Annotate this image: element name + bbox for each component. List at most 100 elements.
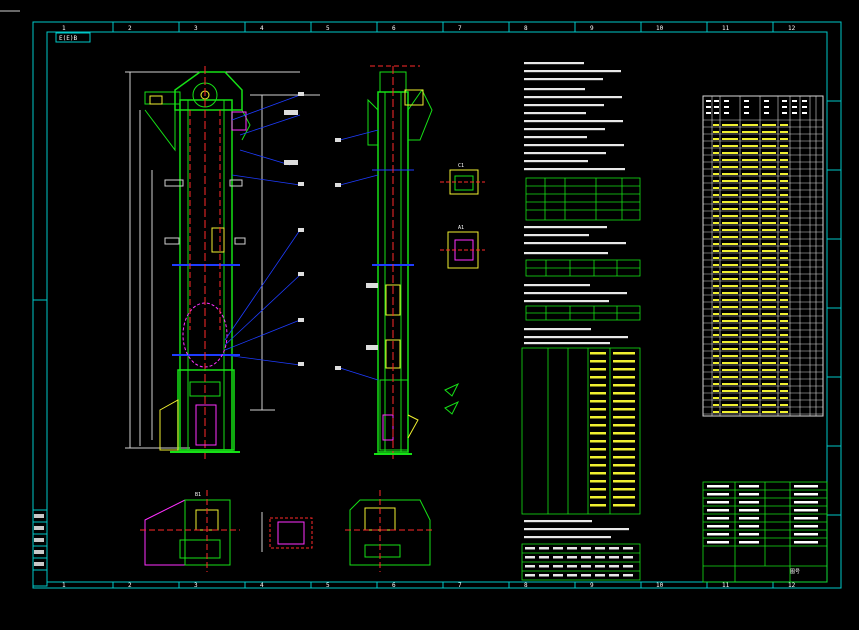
parts-cell-text xyxy=(722,187,738,189)
grid-numbers-right xyxy=(827,100,841,516)
parts-cell-text xyxy=(722,362,738,364)
parts-cell-text xyxy=(780,397,788,399)
parts-cell-text xyxy=(713,236,719,238)
parts-cell-text xyxy=(713,159,719,161)
table-cell-text xyxy=(590,448,606,451)
title-cell-text xyxy=(739,517,759,520)
parts-cell-text xyxy=(713,306,719,308)
parts-cell-text xyxy=(780,306,788,308)
title-cell-text xyxy=(739,533,759,536)
table-cell-text xyxy=(553,574,563,577)
parts-header-text xyxy=(782,106,787,108)
table-cell-text xyxy=(613,392,635,395)
table-cell-text xyxy=(590,424,606,427)
parts-cell-text xyxy=(713,229,719,231)
parts-cell-text xyxy=(742,138,758,140)
parts-cell-text xyxy=(762,166,776,168)
parts-cell-text xyxy=(722,257,738,259)
parts-cell-text xyxy=(780,159,788,161)
parts-cell-text xyxy=(713,271,719,273)
parts-cell-text xyxy=(762,334,776,336)
parts-cell-text xyxy=(742,376,758,378)
parts-cell-text xyxy=(722,145,738,147)
title-cell-text xyxy=(794,541,818,544)
parts-cell-text xyxy=(742,278,758,280)
section-a1-label: A1 xyxy=(458,225,464,231)
table-cell-text xyxy=(590,472,606,475)
parts-cell-text xyxy=(762,299,776,301)
grid-number: 3 xyxy=(194,25,198,32)
parts-cell-text xyxy=(742,383,758,385)
leader-lines-side xyxy=(339,129,379,381)
table-cell-text xyxy=(525,547,535,550)
parts-cell-text xyxy=(713,320,719,322)
title-cell-text xyxy=(739,493,759,496)
parts-cell-text xyxy=(762,187,776,189)
parts-cell-text xyxy=(762,236,776,238)
parts-cell-text xyxy=(780,145,788,147)
table-cell-text xyxy=(581,547,591,550)
grid-number: 4 xyxy=(260,25,264,32)
parts-cell-text xyxy=(722,159,738,161)
parts-cell-text xyxy=(742,166,758,168)
parts-cell-text xyxy=(713,299,719,301)
parts-cell-text xyxy=(722,236,738,238)
parts-cell-text xyxy=(713,278,719,280)
parts-cell-text xyxy=(762,229,776,231)
table-cell-text xyxy=(539,565,549,568)
parts-cell-text xyxy=(713,327,719,329)
parts-cell-text xyxy=(713,180,719,182)
table-cell-text xyxy=(581,556,591,559)
grid-number: 4 xyxy=(260,582,264,589)
parts-cell-text xyxy=(713,145,719,147)
parts-header-text xyxy=(744,112,749,114)
parts-cell-text xyxy=(780,222,788,224)
parts-cell-text xyxy=(713,390,719,392)
parts-cell-text xyxy=(780,383,788,385)
note-line xyxy=(524,226,607,229)
table-cell-text xyxy=(595,565,605,568)
parts-cell-text xyxy=(742,271,758,273)
parts-cell-text xyxy=(780,215,788,217)
parts-cell-text xyxy=(742,292,758,294)
title-cell-text xyxy=(794,485,818,488)
parts-cell-text xyxy=(713,201,719,203)
table-cell-text xyxy=(609,547,619,550)
table-cell-text xyxy=(567,565,577,568)
parts-cell-text xyxy=(742,306,758,308)
parts-cell-text xyxy=(742,250,758,252)
parts-cell-text xyxy=(780,271,788,273)
parts-header-text xyxy=(706,112,711,114)
parts-cell-text xyxy=(762,131,776,133)
table-cell-text xyxy=(613,472,635,475)
parts-cell-text xyxy=(713,152,719,154)
leader-tags-side xyxy=(335,138,378,370)
parts-cell-text xyxy=(722,313,738,315)
table-cell-text xyxy=(613,376,635,379)
parts-header-text xyxy=(764,106,769,108)
title-cell-text xyxy=(739,509,759,512)
table-cell-text xyxy=(590,440,606,443)
note-line xyxy=(524,96,622,99)
parts-cell-text xyxy=(722,173,738,175)
note-line xyxy=(524,78,603,81)
parts-header-text xyxy=(792,106,797,108)
table-cell-text xyxy=(613,408,635,411)
parts-cell-text xyxy=(722,222,738,224)
parts-cell-text xyxy=(722,215,738,217)
parts-cell-text xyxy=(713,194,719,196)
note-line xyxy=(524,336,628,339)
parts-cell-text xyxy=(742,313,758,315)
grid-number: 12 xyxy=(788,582,796,589)
table-cell-text xyxy=(590,416,606,419)
inner-frame xyxy=(46,31,828,583)
parts-cell-text xyxy=(780,243,788,245)
parts-cell-text xyxy=(722,229,738,231)
parts-cell-text xyxy=(780,236,788,238)
parts-header-text xyxy=(764,112,769,114)
outer-frame xyxy=(32,21,842,589)
title-cell-text xyxy=(707,517,729,520)
grid-number: 7 xyxy=(458,582,462,589)
parts-cell-text xyxy=(713,362,719,364)
parts-header-text xyxy=(782,112,787,114)
